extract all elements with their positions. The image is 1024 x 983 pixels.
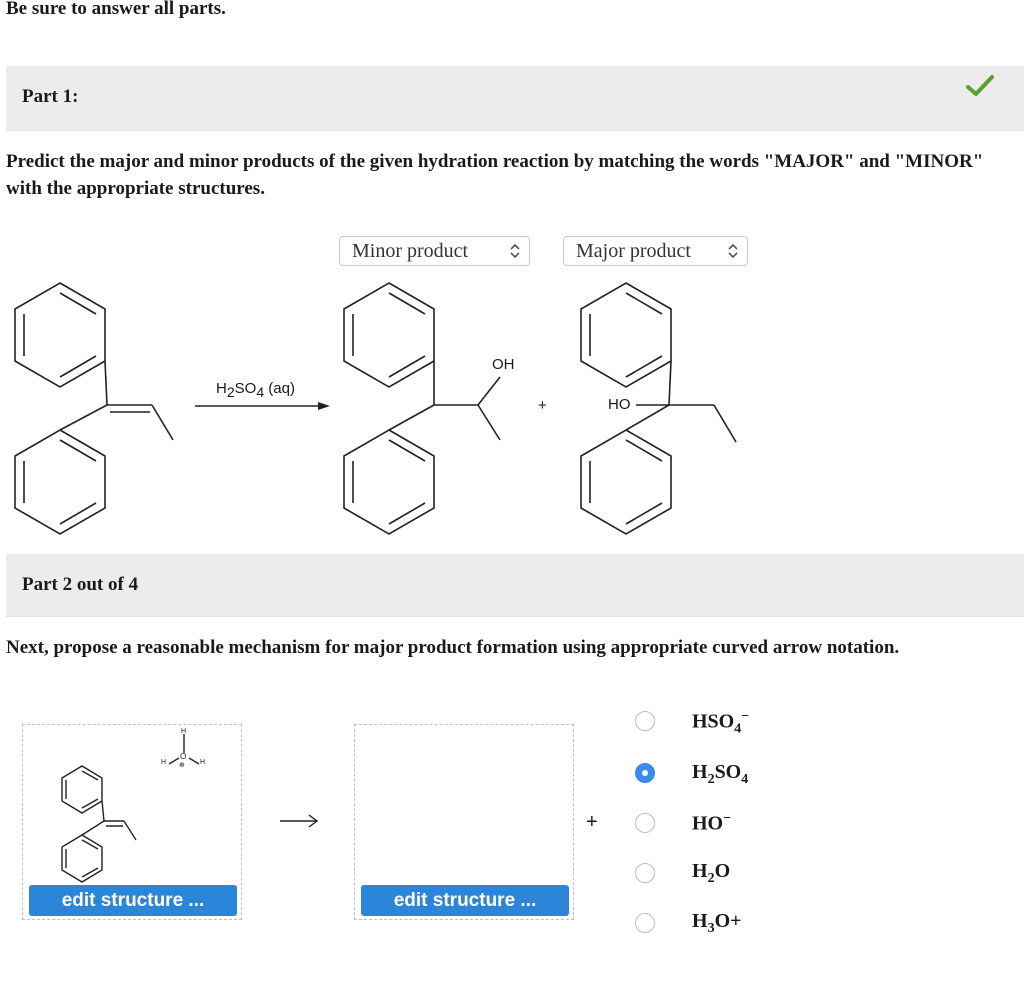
- radio-h2so4[interactable]: [635, 763, 655, 783]
- option-h2o: H2O: [692, 860, 731, 886]
- reagent-label: H2SO4 (aq): [216, 380, 295, 400]
- reactant-structure: [14, 282, 174, 535]
- mechanism-arrow-icon: [280, 814, 319, 828]
- reagent-aq: (aq): [264, 380, 295, 397]
- chevron-updown-icon: [510, 243, 520, 259]
- reagent-h: H: [216, 380, 227, 397]
- oh-label: OH: [492, 356, 515, 373]
- part1-question: Predict the major and minor products of …: [6, 151, 984, 199]
- part2-header: Part 2 out of 4: [6, 554, 1024, 617]
- reaction-arrowhead: [318, 402, 330, 410]
- hydronium-h-top: H: [181, 728, 187, 735]
- correct-check-icon: [966, 75, 994, 96]
- hydronium-charge: ⊕: [179, 761, 185, 769]
- option-ho: HO−: [692, 811, 732, 835]
- part2-question: Next, propose a reasonable mechanism for…: [6, 637, 900, 658]
- select-value: Minor product: [352, 240, 469, 262]
- radio-ho[interactable]: [635, 813, 655, 833]
- reaction-scheme: [14, 282, 737, 535]
- plus-sign: +: [586, 811, 598, 833]
- option-h2so4: H2SO4: [692, 761, 749, 787]
- edit-structure-button[interactable]: edit structure ...: [361, 885, 569, 916]
- product-structure-box[interactable]: edit structure ...: [354, 724, 574, 920]
- major-product-structure: [580, 282, 737, 535]
- part2-title: Part 2 out of 4: [22, 574, 139, 595]
- radio-h3o[interactable]: [635, 913, 655, 933]
- chevron-updown-icon: [728, 243, 738, 259]
- minor-product-select[interactable]: Minor product: [339, 236, 530, 266]
- reagent-sub: 2: [226, 384, 235, 400]
- part1-header: Part 1:: [6, 66, 1024, 131]
- major-product-select[interactable]: Major product: [563, 236, 748, 266]
- ho-label: HO: [608, 396, 631, 413]
- plus-sign: +: [538, 397, 547, 414]
- hydronium-h-left: H: [161, 759, 167, 766]
- edit-structure-button[interactable]: edit structure ...: [29, 885, 237, 916]
- reactant-mini-structure: [61, 734, 200, 883]
- instruction-text: Be sure to answer all parts.: [6, 0, 226, 19]
- hydronium-h-right: H: [200, 759, 206, 766]
- hydronium-o: O: [180, 752, 187, 761]
- select-value: Major product: [576, 240, 691, 262]
- radio-h2o[interactable]: [635, 863, 655, 883]
- option-hso4: HSO4−: [692, 709, 750, 737]
- reagent-sub: 4: [256, 384, 265, 400]
- radio-hso4[interactable]: [635, 711, 655, 731]
- part1-title: Part 1:: [22, 86, 79, 107]
- reagent-so: SO: [234, 380, 257, 397]
- reactant-structure-box[interactable]: H H O ⊕ H edit structure ...: [22, 724, 242, 920]
- minor-product-structure: [343, 282, 501, 535]
- option-h3o: H3O+: [692, 910, 742, 936]
